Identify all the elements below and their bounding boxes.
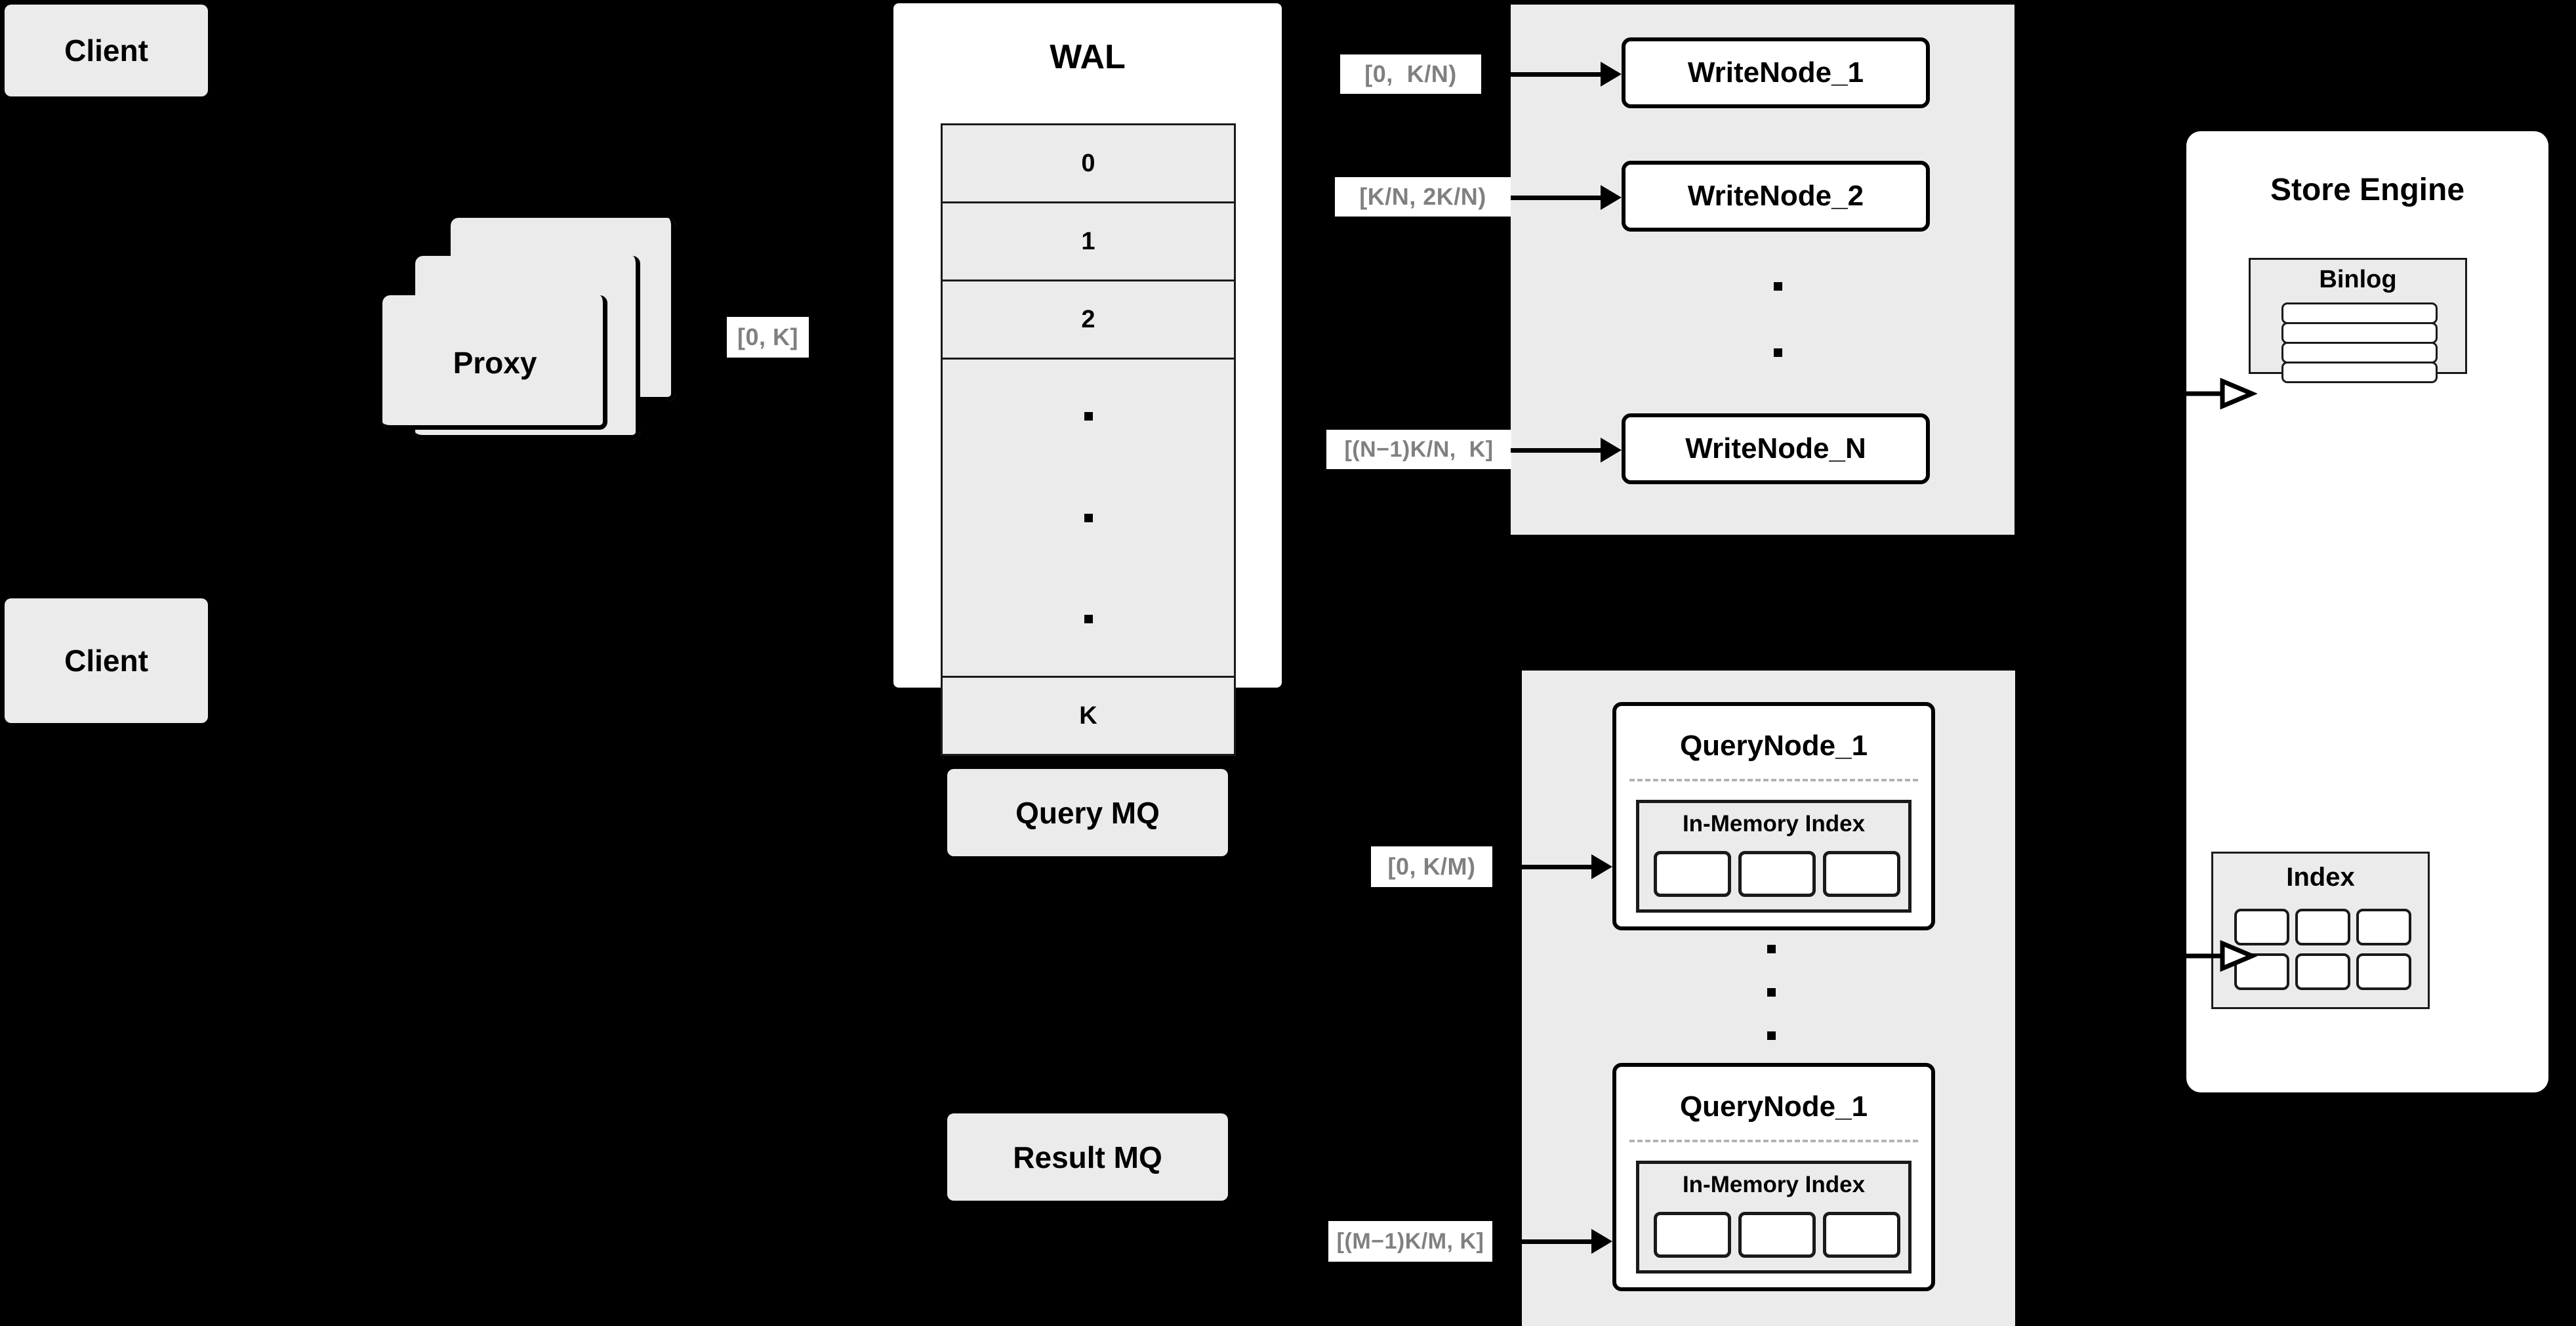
query-node-2-arrow	[1502, 1228, 1612, 1254]
query-node-1[interactable]: QueryNode_1 In-Memory Index	[1612, 702, 1935, 930]
memory-index-label-1: In-Memory Index	[1682, 811, 1866, 837]
query-mq-box[interactable]: Query MQ	[947, 769, 1228, 856]
write-node-2[interactable]: WriteNode_2	[1622, 161, 1930, 232]
store-engine-title: Store Engine	[2270, 173, 2465, 207]
write-node-n-label: WriteNode_N	[1685, 432, 1866, 465]
wal-row: K	[941, 676, 1236, 756]
wal-row-ellipsis	[941, 358, 1236, 678]
index-cell	[2295, 953, 2350, 990]
store-engine-box: Store Engine Binlog Index	[2186, 131, 2548, 1092]
proxy-card-front[interactable]: Proxy	[382, 295, 607, 430]
client-label-2: Client	[64, 644, 148, 678]
wal-box: WAL 0 1 2 K	[893, 3, 1282, 756]
ellipsis-dot	[1767, 1031, 1776, 1040]
write-node-n-range-label: [(N−1)K/N, K]	[1326, 430, 1511, 469]
write-node-n[interactable]: WriteNode_N	[1622, 413, 1930, 484]
wal-row: 1	[941, 201, 1236, 281]
ellipsis-dot	[1084, 513, 1093, 522]
binlog-inflow-arrow	[2186, 377, 2258, 410]
query-node-2-divider	[1629, 1140, 1918, 1142]
proxy-card-mid-shadow	[415, 256, 640, 440]
query-node-1-divider	[1629, 779, 1918, 781]
memory-index-cell	[1823, 1212, 1900, 1258]
binlog-row	[2281, 302, 2438, 324]
index-cell	[2356, 953, 2411, 990]
wal-row: 0	[941, 123, 1236, 203]
write-cluster-ellipsis	[1771, 282, 1784, 423]
write-node-1[interactable]: WriteNode_1	[1622, 37, 1930, 108]
index-inflow-arrow	[2186, 940, 2258, 972]
index-cell	[2234, 909, 2289, 945]
memory-index-label-2: In-Memory Index	[1682, 1172, 1866, 1197]
proxy-range-label: [0, K]	[727, 317, 809, 358]
proxy-label: Proxy	[453, 345, 537, 380]
query-node-1-range-label: [0, K/M)	[1371, 846, 1492, 887]
index-panel: Index	[2211, 852, 2430, 1009]
wal-row: 2	[941, 280, 1236, 360]
memory-index-cells-2	[1654, 1212, 1900, 1259]
client-box-2[interactable]: Client	[5, 598, 208, 723]
client-label-1: Client	[64, 33, 148, 68]
index-cell	[2295, 909, 2350, 945]
memory-index-cell	[1823, 851, 1900, 897]
write-node-2-label: WriteNode_2	[1687, 180, 1864, 212]
wal-rows: 0 1 2 K	[941, 123, 1236, 756]
write-node-n-arrow	[1511, 437, 1622, 463]
index-cells	[2234, 909, 2411, 990]
binlog-title: Binlog	[2319, 266, 2397, 293]
write-node-1-label: WriteNode_1	[1687, 56, 1864, 89]
query-node-1-memory-index: In-Memory Index	[1636, 800, 1912, 913]
write-node-2-range-label: [K/N, 2K/N)	[1335, 177, 1511, 217]
binlog-rows	[2281, 302, 2438, 383]
wal-title: WAL	[1050, 38, 1126, 76]
result-mq-label: Result MQ	[1013, 1140, 1162, 1174]
ellipsis-dot	[1773, 348, 1782, 357]
binlog-panel: Binlog	[2249, 258, 2467, 383]
query-node-2[interactable]: QueryNode_1 In-Memory Index	[1612, 1063, 1935, 1291]
query-mq-label: Query MQ	[1015, 795, 1160, 830]
query-node-2-range-label: [(M−1)K/M, K]	[1328, 1221, 1492, 1262]
client-box-1[interactable]: Client	[5, 5, 208, 96]
query-node-2-label: QueryNode_1	[1679, 1090, 1868, 1123]
memory-index-cell	[1654, 851, 1731, 897]
ellipsis-dot	[1773, 282, 1782, 291]
query-node-2-memory-index: In-Memory Index	[1636, 1161, 1912, 1274]
binlog-row	[2281, 322, 2438, 344]
binlog-row	[2281, 342, 2438, 363]
proxy-card-front-shadow	[382, 295, 607, 430]
ellipsis-dot	[1767, 945, 1776, 953]
query-node-1-label: QueryNode_1	[1679, 730, 1868, 762]
write-node-1-range-label: [0, K/N)	[1340, 54, 1481, 94]
write-node-1-arrow	[1501, 61, 1622, 87]
memory-index-cell	[1738, 851, 1816, 897]
write-node-2-arrow	[1511, 184, 1622, 211]
memory-index-cell	[1654, 1212, 1731, 1258]
query-node-1-arrow	[1502, 854, 1612, 880]
ellipsis-dot	[1084, 412, 1093, 421]
index-cell	[2356, 909, 2411, 945]
binlog-row	[2281, 362, 2438, 383]
index-title: Index	[2286, 863, 2355, 892]
ellipsis-dot	[1767, 988, 1776, 997]
memory-index-cell	[1738, 1212, 1816, 1258]
result-mq-box[interactable]: Result MQ	[947, 1113, 1228, 1201]
query-cluster-ellipsis	[1765, 945, 1778, 1040]
ellipsis-dot	[1084, 615, 1093, 623]
memory-index-cells-1	[1654, 851, 1900, 898]
